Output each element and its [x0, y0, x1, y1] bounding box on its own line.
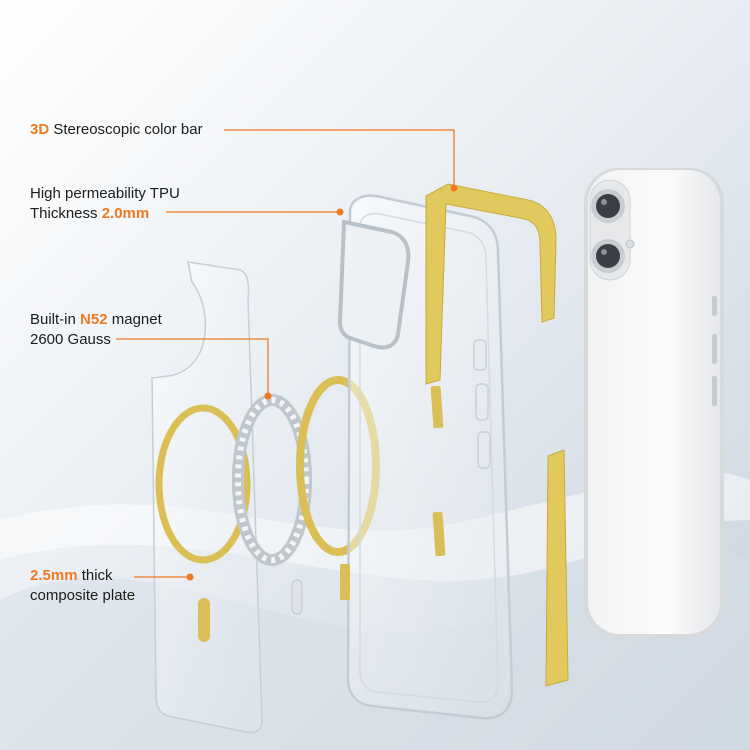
phone-side-button — [712, 334, 717, 364]
composite-plate — [151, 261, 263, 734]
camera-cutout — [337, 219, 411, 350]
camera-lens-icon — [591, 189, 625, 223]
callout-plate: 2.5mm thick composite plate — [30, 566, 135, 606]
leader-magnet — [116, 338, 269, 396]
phone-back — [584, 168, 724, 638]
case-side-buttons — [473, 339, 491, 469]
callout-tpu-highlight: 2.0mm — [101, 205, 150, 222]
callout-magnet-highlight: N52 — [80, 311, 108, 328]
leader-dots — [186, 184, 458, 581]
case-color-bars — [340, 385, 446, 600]
callout-magnet-line2: 2600 Gauss — [30, 331, 111, 348]
callout-tpu-line1: High permeability TPU — [30, 185, 180, 202]
callout-color-bar-highlight: 3D — [30, 121, 50, 138]
color-bar — [425, 183, 569, 687]
leader-color-bar — [224, 129, 455, 188]
leader-lines — [116, 129, 455, 578]
camera-lens-icon — [591, 239, 625, 273]
n52-magnet-ring — [232, 394, 312, 615]
tpu-case — [337, 194, 514, 720]
callout-plate-line2: composite plate — [30, 587, 136, 604]
plate-magnet-ring — [155, 404, 251, 564]
callout-magnet-suffix: magnet — [107, 311, 162, 328]
phone-side-button — [712, 296, 717, 316]
callout-tpu-prefix: Thickness — [30, 205, 102, 222]
plate-magnet-bar — [198, 598, 210, 642]
callout-plate-suffix: thick — [77, 567, 113, 584]
magnet-tail — [291, 579, 303, 615]
callout-plate-highlight: 2.5mm — [30, 567, 78, 584]
callout-tpu: High permeability TPU Thickness 2.0mm — [30, 184, 180, 224]
phone-side-button — [712, 376, 717, 406]
flash-icon — [625, 239, 635, 249]
callout-magnet-prefix: Built-in — [30, 311, 81, 328]
callout-magnet: Built-in N52 magnet 2600 Gauss — [30, 310, 162, 350]
callout-color-bar-text: Stereoscopic color bar — [49, 121, 203, 138]
callout-color-bar: 3D Stereoscopic color bar — [30, 120, 203, 140]
